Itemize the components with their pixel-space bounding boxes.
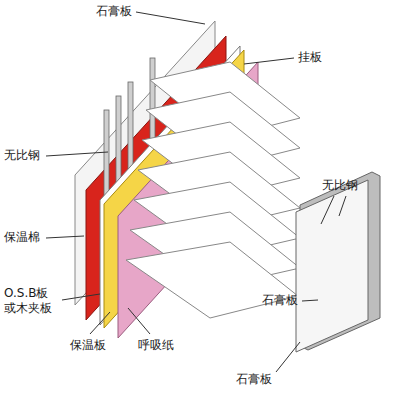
part-label: 保温棉 bbox=[4, 230, 40, 245]
part-label: 石膏板 bbox=[262, 293, 298, 308]
part-label: 挂板 bbox=[298, 50, 322, 65]
part-label: 呼吸纸 bbox=[138, 338, 174, 353]
part-label: O.S.B板 或木夹板 bbox=[4, 286, 60, 316]
siding-board bbox=[126, 62, 300, 318]
part-label: 石膏板 bbox=[236, 372, 272, 387]
leader-line bbox=[46, 12, 346, 372]
part-label: 无比钢 bbox=[322, 178, 358, 193]
part-label: 无比钢 bbox=[4, 148, 40, 163]
part-label: 石膏板 bbox=[96, 4, 132, 19]
gypsum-panel bbox=[296, 172, 380, 352]
part-label: 保温板 bbox=[70, 338, 106, 353]
